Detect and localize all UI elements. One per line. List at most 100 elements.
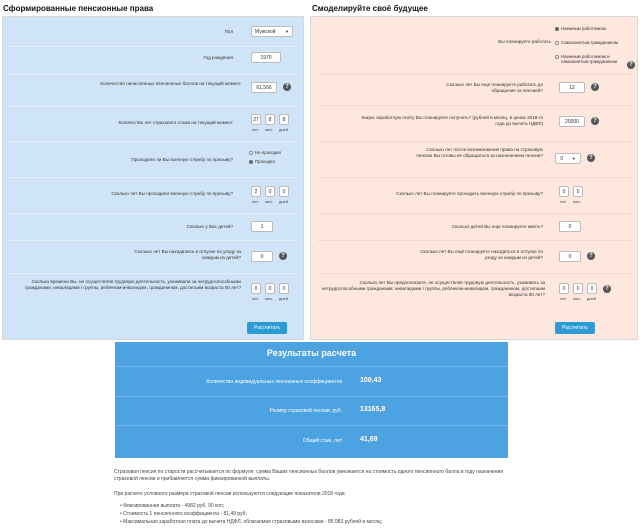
result-label: Общий стаж, лет [302, 438, 342, 444]
divider [317, 105, 633, 106]
childcare-plan-input[interactable]: 0 [559, 251, 581, 262]
army-plan-years-input[interactable]: 0 [559, 186, 569, 197]
divider [115, 396, 508, 397]
divider [9, 46, 297, 47]
work-years-label: Сколько лет Вы еще планируете работать д… [446, 82, 543, 93]
stazh-label: Количество лет страхового стажа на текущ… [118, 120, 233, 125]
care-label: Сколько времени Вы, не осуществляя трудо… [24, 279, 241, 290]
divider [317, 213, 633, 214]
radio-label: Не проходил [255, 150, 282, 155]
care-plan-months-input[interactable]: 0 [573, 283, 583, 294]
salary-label: Какую заработную плату Вы планируете пол… [361, 115, 543, 126]
unit-label: лет [252, 199, 259, 204]
radio-icon [555, 55, 559, 59]
delay-select[interactable]: 0▼ [555, 153, 581, 164]
care-months-input[interactable]: 0 [265, 283, 275, 294]
unit-label: дней [279, 199, 289, 204]
left-panel-title: Сформированные пенсионные права [3, 4, 154, 13]
stazh-months-input[interactable]: 8 [265, 114, 275, 125]
children-plan-input[interactable]: 0 [559, 221, 581, 232]
stazh-years-input[interactable]: 27 [251, 114, 261, 125]
help-icon[interactable]: ? [587, 154, 595, 162]
care-days-input[interactable]: 0 [279, 283, 289, 294]
unit-label: лет [560, 199, 567, 204]
care-plan-years-input[interactable]: 0 [559, 283, 569, 294]
radio-label: Проходил [255, 159, 276, 164]
salary-input[interactable]: 25000 [559, 116, 585, 127]
unit-label: мес. [573, 296, 582, 301]
army-months-input[interactable]: 0 [265, 186, 275, 197]
radio-label: Наемным работником и самозанятым граждан… [561, 54, 617, 64]
divider [317, 240, 633, 241]
childcare-input[interactable]: 0 [251, 251, 273, 262]
divider [9, 177, 297, 178]
result-value: 41,69 [360, 436, 378, 443]
chevron-down-icon: ▼ [285, 29, 289, 34]
army-years-label: Сколько лет Вы проходили военную службу … [111, 191, 233, 196]
help-icon[interactable]: ? [603, 285, 611, 293]
help-icon[interactable]: ? [627, 61, 635, 69]
list-item-text: Стоимость 1 пенсионного коэффициента - 8… [123, 511, 247, 517]
care-plan-days-input[interactable]: 0 [587, 283, 597, 294]
unit-label: лет [252, 127, 259, 132]
unit-label: лет [560, 296, 567, 301]
radio-icon [249, 150, 253, 155]
result-label: Размер страховой пенсии, руб. [269, 408, 342, 414]
description-paragraph: При расчете условного размера страховой … [114, 491, 346, 497]
list-item: • Стоимость 1 пенсионного коэффициента -… [120, 511, 247, 517]
army-years-input[interactable]: 2 [251, 186, 261, 197]
delay-label: Сколько лет после возникновения права на… [416, 147, 543, 158]
care-plan-label: Сколько лет Вы предполагаете, не осущест… [321, 280, 545, 297]
formed-rights-panel: Пол Мужской▼ Год рождения 1970 Количеств… [2, 16, 304, 340]
radio-not-served[interactable]: Не проходил [249, 150, 281, 155]
divider [317, 74, 633, 75]
unit-label: мес. [265, 296, 274, 301]
help-icon[interactable]: ? [587, 252, 595, 260]
list-item-text: Максимальная заработная плата до вычета … [123, 519, 383, 525]
divider [9, 141, 297, 142]
divider [9, 240, 297, 241]
divider [9, 213, 297, 214]
result-value: 13165,8 [360, 406, 386, 413]
divider [9, 106, 297, 107]
help-icon[interactable]: ? [591, 83, 599, 91]
radio-label: Наемным работником [561, 26, 606, 31]
birth-year-input[interactable]: 1970 [251, 52, 281, 63]
unit-label: дней [279, 127, 289, 132]
gender-select[interactable]: Мужской▼ [251, 26, 293, 37]
chevron-down-icon: ▼ [571, 156, 576, 161]
unit-label: мес. [573, 199, 582, 204]
description-paragraph: Страховая пенсия по старости рассчитывае… [114, 469, 503, 482]
stazh-days-input[interactable]: 8 [279, 114, 289, 125]
gender-label: Пол [224, 29, 233, 34]
right-panel-title: Смоделируйте своё будущее [312, 4, 428, 13]
calculate-button[interactable]: Рассчитать [555, 322, 595, 334]
radio-selfemployed[interactable]: Самозанятым гражданином [555, 40, 621, 45]
children-plan-label: Сколько детей Вы еще планируете иметь? [451, 224, 543, 229]
radio-label: Самозанятым гражданином [561, 40, 618, 45]
help-icon[interactable]: ? [591, 117, 599, 125]
divider [115, 425, 508, 426]
children-input[interactable]: 1 [251, 221, 273, 232]
model-future-panel: Вы планируете работать Наемным работнико… [310, 16, 638, 340]
army-days-input[interactable]: 0 [279, 186, 289, 197]
results-panel: Результаты расчета Количество индивидуал… [115, 342, 508, 458]
work-years-input[interactable]: 12 [559, 82, 585, 93]
list-item-text: Фиксированная выплата - 4982 руб. 90 коп… [123, 503, 225, 509]
radio-employee[interactable]: Наемным работником [555, 26, 621, 31]
divider [9, 273, 297, 274]
help-icon[interactable]: ? [283, 83, 291, 91]
radio-served[interactable]: Проходил [249, 159, 275, 164]
childcare-plan-label: Сколько лет Вы ещё планируете находиться… [420, 249, 543, 260]
points-label: Количество начисленных пенсионных баллов… [100, 81, 241, 86]
calculate-button[interactable]: Рассчитать [247, 322, 287, 334]
army-plan-months-input[interactable]: 0 [573, 186, 583, 197]
radio-checked-icon [555, 27, 559, 31]
birth-year-label: Год рождения [203, 55, 233, 60]
help-icon[interactable]: ? [279, 252, 287, 260]
points-input[interactable]: 61,566 [251, 82, 277, 93]
unit-label: дней [587, 296, 597, 301]
care-years-input[interactable]: 0 [251, 283, 261, 294]
unit-label: лет [252, 296, 259, 301]
radio-both[interactable]: Наемным работником и самозанятым граждан… [555, 54, 635, 64]
